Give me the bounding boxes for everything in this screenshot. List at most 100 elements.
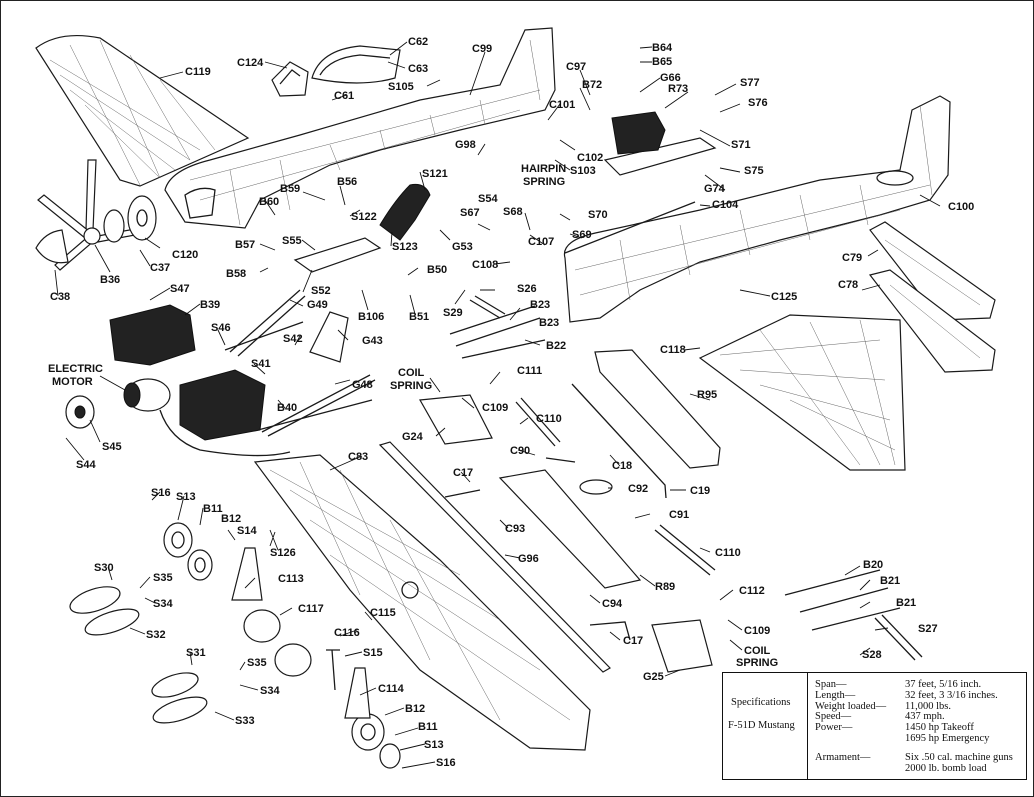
label-s77: S77 xyxy=(740,77,760,89)
label-b23a: B23 xyxy=(530,299,550,311)
label-b11b: B11 xyxy=(418,721,438,733)
label-b21b: B21 xyxy=(896,597,916,609)
label-c116: C116 xyxy=(334,627,360,639)
label-g43: G43 xyxy=(362,335,383,347)
label-c115: C115 xyxy=(370,607,396,619)
label-g66: G66 xyxy=(660,72,681,84)
label-s27: S27 xyxy=(918,623,938,635)
label-s47: S47 xyxy=(170,283,190,295)
label-c62: C62 xyxy=(408,36,428,48)
label-c120: C120 xyxy=(172,249,198,261)
part-s45 xyxy=(65,395,95,429)
label-b12a: B12 xyxy=(221,513,241,525)
label-s46: S46 xyxy=(211,322,231,334)
label-c37: C37 xyxy=(150,262,170,274)
label-s33: S33 xyxy=(235,715,255,727)
drop-tanks-s32-s33 xyxy=(69,586,208,724)
label-s122: S122 xyxy=(351,211,377,223)
label-b51: B51 xyxy=(409,311,429,323)
label-g25: G25 xyxy=(643,671,664,683)
label-s103: S103 xyxy=(570,165,596,177)
label-s30: S30 xyxy=(94,562,114,574)
label-c38: C38 xyxy=(50,291,70,303)
label-b21a: B21 xyxy=(880,575,900,587)
windshield-c124 xyxy=(271,61,309,97)
label-b58: B58 xyxy=(226,268,246,280)
spec-armament-2: 2000 lb. bomb load xyxy=(905,762,987,774)
bracket-g25 xyxy=(651,619,713,673)
label-s15: S15 xyxy=(363,647,383,659)
label-c94: C94 xyxy=(602,598,623,610)
leader-lines xyxy=(54,41,941,769)
landing-struts xyxy=(231,547,371,719)
gear-box-r95 xyxy=(594,349,721,469)
label-s68: S68 xyxy=(503,206,523,218)
hub-c120 xyxy=(127,195,157,241)
label-s16b: S16 xyxy=(436,757,456,769)
label-s31: S31 xyxy=(186,647,206,659)
label-motor: MOTOR xyxy=(52,376,93,388)
label-r95: R95 xyxy=(697,389,717,401)
label-c101: C101 xyxy=(549,99,575,111)
label-c118: C118 xyxy=(660,344,686,356)
label-s67: S67 xyxy=(460,207,480,219)
label-c91: C91 xyxy=(669,509,689,521)
spinner-back-c37 xyxy=(103,209,125,243)
label-c17a: C17 xyxy=(453,467,473,479)
label-b40: B40 xyxy=(277,402,297,414)
label-s34a: S34 xyxy=(153,598,173,610)
label-b11a: B11 xyxy=(203,503,223,515)
label-s76: S76 xyxy=(748,97,768,109)
label-c109b: C109 xyxy=(744,625,770,637)
label-s28: S28 xyxy=(862,649,882,661)
label-c19: C19 xyxy=(690,485,710,497)
part-labels: C119 C124 C62 C63 C61 S105 C99 C97 B64 B… xyxy=(48,36,974,769)
label-b36: B36 xyxy=(100,274,120,286)
spinner-c38 xyxy=(35,229,69,264)
label-b50: B50 xyxy=(427,264,447,276)
specifications-title-cell: Specifications F-51D Mustang xyxy=(723,673,808,779)
label-s126: S126 xyxy=(270,547,296,559)
label-c113: C113 xyxy=(278,573,304,585)
wing-right-c118 xyxy=(698,314,906,471)
label-s44: S44 xyxy=(76,459,96,471)
label-s54: S54 xyxy=(478,193,498,205)
specifications-rows: Span—37 feet, 5/16 inch. Length—32 feet,… xyxy=(815,679,1025,774)
label-s69: S69 xyxy=(572,229,592,241)
label-b20: B20 xyxy=(863,559,883,571)
label-c111: C111 xyxy=(517,365,542,377)
label-spring-2: SPRING xyxy=(736,657,778,669)
label-electric: ELECTRIC xyxy=(48,363,103,375)
motor-housing-b39 xyxy=(109,304,196,366)
label-c100: C100 xyxy=(948,201,974,213)
gear-doors-c117-c116 xyxy=(243,609,312,677)
label-c63: C63 xyxy=(408,63,428,75)
label-b12b: B12 xyxy=(405,703,425,715)
label-hairpin: HAIRPIN xyxy=(521,163,566,175)
label-c97: C97 xyxy=(566,61,586,73)
label-s41: S41 xyxy=(251,358,271,370)
label-c102: C102 xyxy=(577,152,603,164)
spar-g96 xyxy=(378,441,611,673)
label-c18: C18 xyxy=(612,460,632,472)
label-b60: B60 xyxy=(259,196,279,208)
label-c107: C107 xyxy=(528,236,554,248)
label-c83: C83 xyxy=(348,451,368,463)
label-c93: C93 xyxy=(505,523,525,535)
label-b65: B65 xyxy=(652,56,672,68)
label-c92: C92 xyxy=(628,483,648,495)
label-c90: C90 xyxy=(510,445,530,457)
label-g49: G49 xyxy=(307,299,328,311)
label-g24: G24 xyxy=(402,431,424,443)
seat-g43 xyxy=(309,311,349,363)
label-b22: B22 xyxy=(546,340,566,352)
wheels-b11-b12 xyxy=(163,522,401,769)
label-g98: G98 xyxy=(455,139,476,151)
label-c117: C117 xyxy=(298,603,324,615)
label-c99: C99 xyxy=(472,43,492,55)
bracket-g24 xyxy=(419,394,493,445)
fin-panel-g74 xyxy=(603,137,717,176)
label-s26: S26 xyxy=(517,283,537,295)
aircraft-model: F-51D Mustang xyxy=(728,720,795,731)
